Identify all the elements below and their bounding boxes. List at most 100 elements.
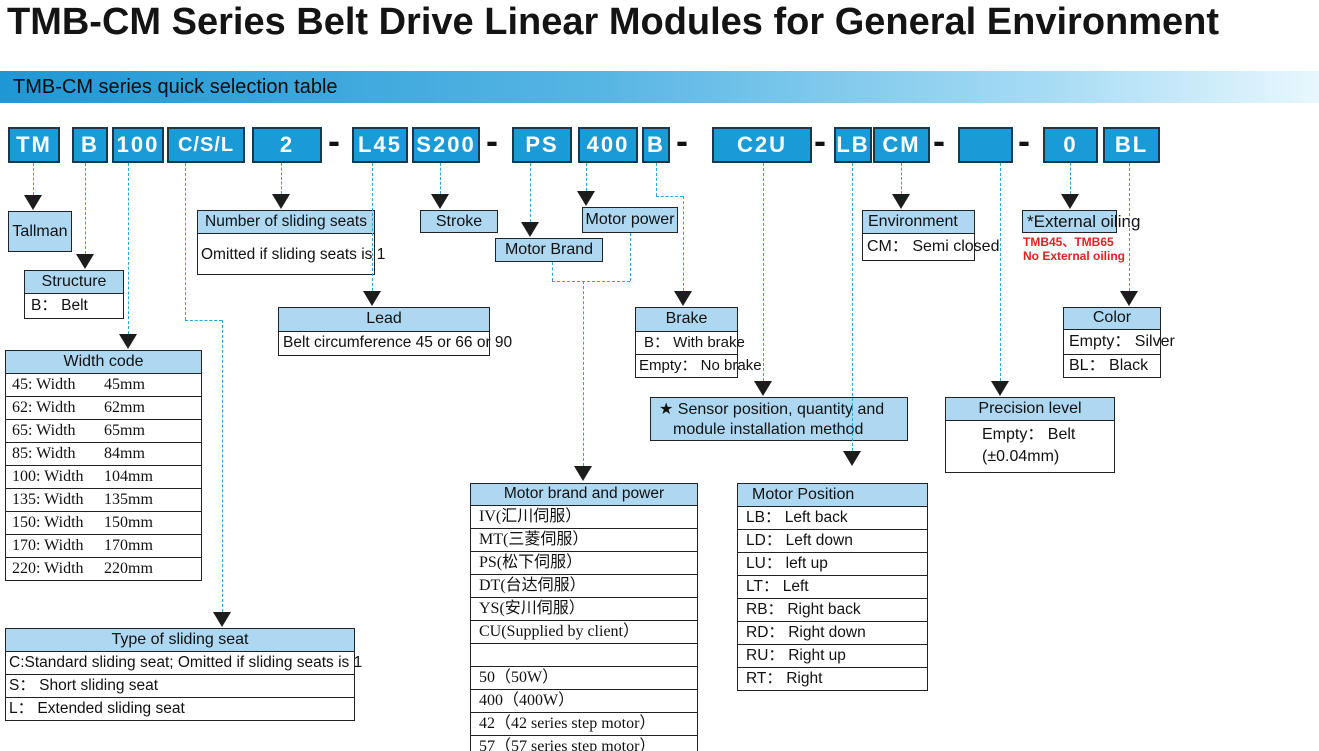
connector-line [552, 281, 630, 282]
width-value: 170mm [104, 537, 153, 554]
connector-line [763, 163, 764, 381]
connector-line [372, 163, 373, 291]
table-row [471, 644, 697, 667]
table-row: PS(松下伺服） [471, 552, 697, 575]
connector-line [901, 163, 902, 194]
table-row: Omitted if sliding seats is 1 [201, 245, 386, 263]
section-banner: TMB-CM series quick selection table [0, 71, 1319, 103]
table-header: Color [1064, 308, 1160, 330]
arrow-down-icon [574, 466, 592, 481]
table-row: C:Standard sliding seat; Omitted if slid… [6, 652, 362, 675]
table-motor-position: Motor Position LB： Left back LD： Left do… [737, 483, 928, 691]
arrow-down-icon [892, 194, 910, 209]
connector-line [656, 163, 657, 196]
width-value: 84mm [104, 445, 145, 462]
arrow-down-icon [991, 381, 1009, 396]
width-code: 62: Width [12, 399, 76, 416]
table-lead: Lead Belt circumference 45 or 66 or 90 [278, 307, 513, 356]
width-code: 100: Width [12, 468, 84, 485]
table-brake: Brake B： With brake Empty： No brake [635, 307, 762, 378]
table-header: Motor brand and power [471, 484, 697, 506]
table-row: RU： Right up [738, 645, 927, 668]
table-row: 42（42 series step motor） [471, 713, 697, 736]
width-code: 45: Width [12, 376, 76, 393]
connector-line [1000, 163, 1001, 381]
arrow-down-icon [577, 191, 595, 206]
table-row: 50（50W） [471, 667, 697, 690]
connector-line [222, 320, 223, 612]
code-box-0: 0 [1043, 127, 1098, 163]
arrow-down-icon [272, 194, 290, 209]
external-oiling-note-1: TMB45、TMB65 [1023, 235, 1114, 249]
precision-body: Empty： Belt (±0.04mm) [946, 421, 1114, 472]
table-row: L： Extended sliding seat [9, 700, 185, 717]
width-code: 65: Width [12, 422, 76, 439]
width-value: 220mm [104, 560, 153, 577]
width-code: 85: Width [12, 445, 76, 462]
width-value: 150mm [104, 514, 153, 531]
arrow-down-icon [754, 381, 772, 396]
table-row: Belt circumference 45 or 66 or 90 [283, 334, 513, 351]
table-row: IV(汇川伺服） [471, 506, 697, 529]
code-box-b: B [72, 127, 108, 163]
table-row: CM： Semi closed [867, 238, 1000, 255]
table-row: YS(安川伺服） [471, 598, 697, 621]
page-title: TMB-CM Series Belt Drive Linear Modules … [7, 1, 1220, 43]
table-header: Brake [636, 308, 737, 332]
table-row: LU： left up [738, 553, 927, 576]
connector-line [281, 163, 282, 194]
table-header: Number of sliding seats [198, 211, 374, 234]
connector-line [530, 163, 531, 222]
arrow-down-icon [843, 451, 861, 466]
table-row: LD： Left down [738, 530, 927, 553]
table-row: RT： Right [746, 670, 823, 687]
label-stroke: Stroke [420, 210, 498, 233]
code-box-brake: B [642, 127, 670, 163]
connector-line [1070, 163, 1071, 194]
table-row: 85: Width 84mm [6, 443, 201, 466]
code-separator-dash: - [486, 120, 498, 161]
table-row: B： Belt [31, 297, 88, 314]
code-box-2: 2 [252, 127, 322, 163]
code-box-100: 100 [112, 127, 164, 163]
width-code: 220: Width [12, 560, 84, 577]
arrow-down-icon [213, 612, 231, 627]
table-header: Environment [863, 211, 974, 234]
connector-line [630, 233, 631, 281]
table-structure: Structure B： Belt [24, 270, 124, 319]
connector-line [33, 163, 34, 195]
width-value: 104mm [104, 468, 153, 485]
connector-line [185, 320, 222, 321]
label-sensor-position: ★ Sensor position, quantity and module i… [650, 397, 908, 441]
table-header: Motor Position [738, 484, 927, 507]
code-box-cm: CM [873, 127, 930, 163]
label-external-oiling: *External oiling [1022, 210, 1140, 233]
arrow-down-icon [521, 222, 539, 237]
code-box-bl: BL [1103, 127, 1160, 163]
sensor-line-2: module installation method [673, 421, 864, 438]
code-separator-dash: - [676, 120, 688, 161]
width-value: 45mm [104, 376, 145, 393]
arrow-down-icon [24, 195, 42, 210]
code-box-csl: C/S/L [167, 127, 245, 163]
connector-line [656, 196, 683, 197]
table-row: B： With brake [636, 332, 745, 355]
table-row: S： Short sliding seat [6, 675, 354, 698]
table-row: BL： Black [1069, 357, 1149, 374]
precision-line-1: Empty： Belt [982, 426, 1076, 443]
connector-line [583, 281, 584, 466]
external-oiling-note-2: No External oiling [1023, 249, 1126, 263]
table-header: Lead [279, 308, 489, 332]
table-sliding-seat-type: Type of sliding seat C:Standard sliding … [5, 628, 362, 721]
table-row: 57（57 series step motor） [479, 738, 656, 751]
arrow-down-icon [1061, 194, 1079, 209]
arrow-down-icon [363, 291, 381, 306]
width-value: 135mm [104, 491, 153, 508]
sensor-line-1: ★ Sensor position, quantity and [659, 401, 885, 418]
arrow-down-icon [76, 254, 94, 269]
